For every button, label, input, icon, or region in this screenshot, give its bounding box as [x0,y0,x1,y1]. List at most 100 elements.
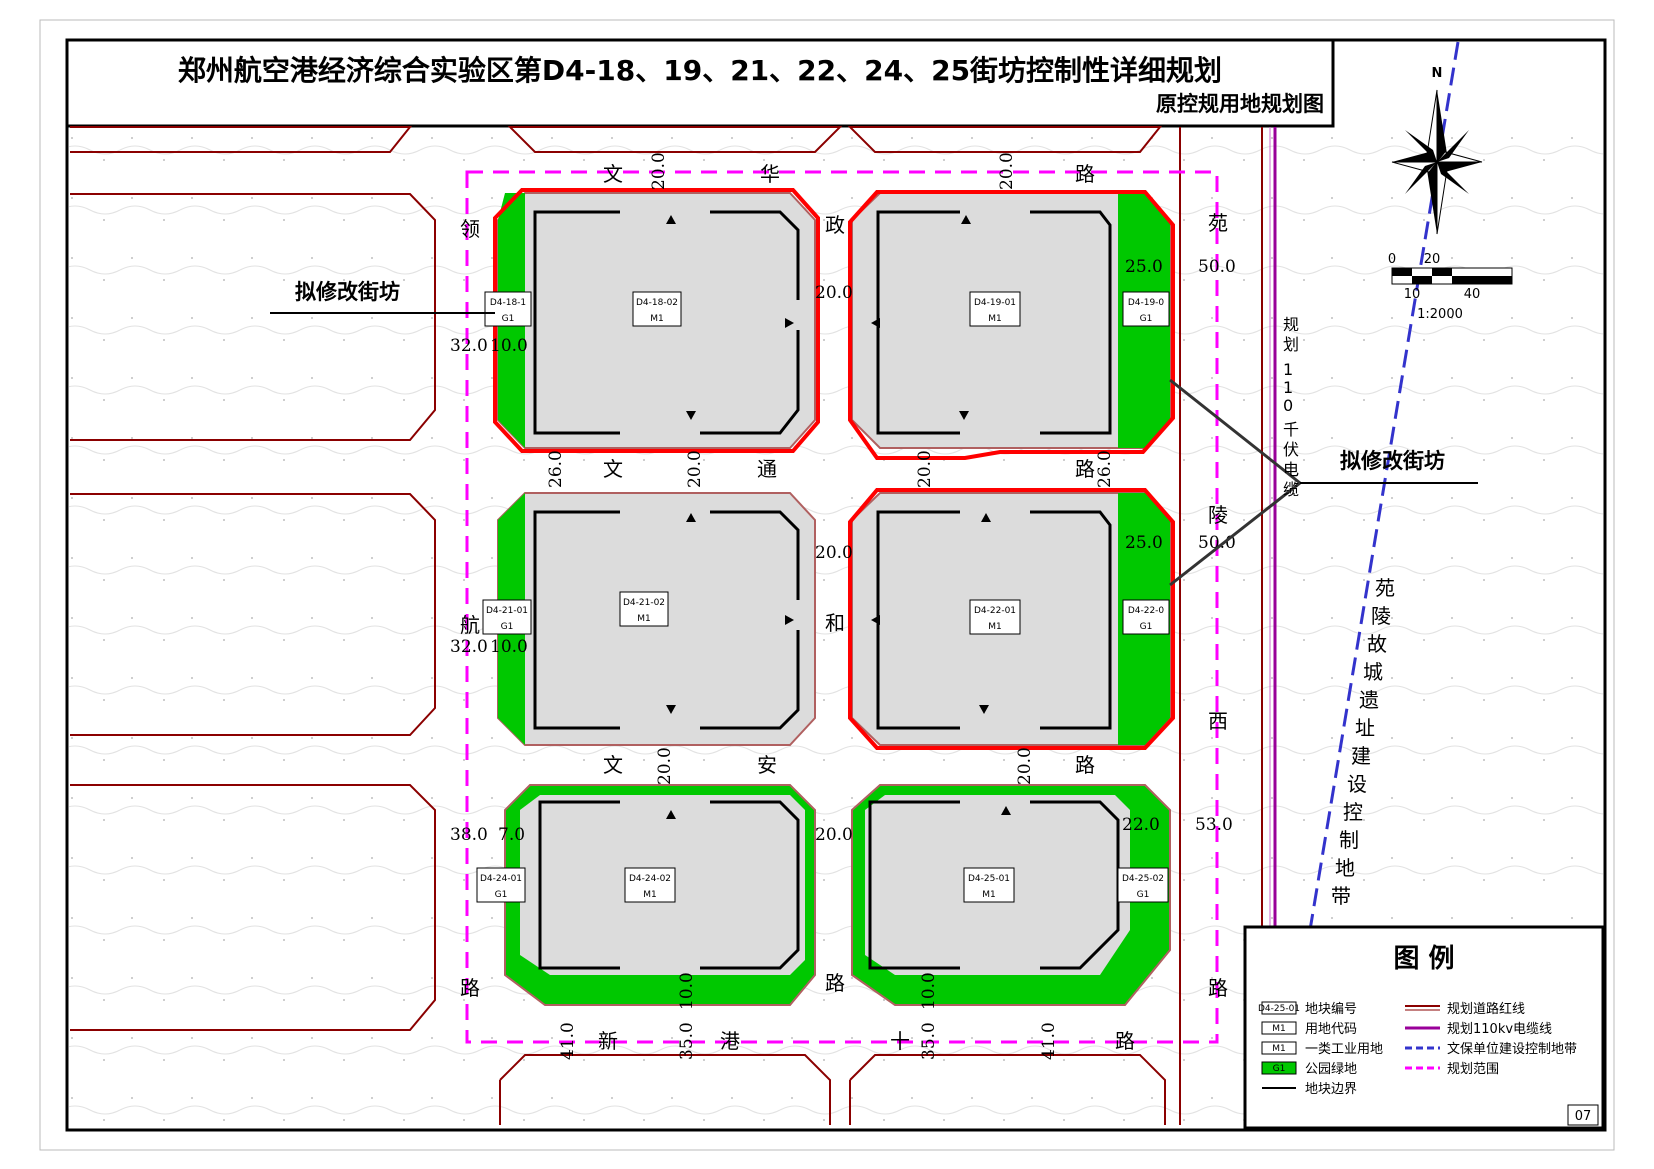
svg-text:1: 1 [1283,378,1293,397]
dimension: 20.0 [685,450,705,488]
road-name: 航 [460,613,480,637]
callout-right: 拟修改街坊 [1169,378,1478,587]
legend-item: 规划道路红线 [1405,1001,1525,1017]
legend-item: D4-25-01 地块编号 [1258,1001,1357,1017]
dimension: 20.0 [815,283,853,303]
svg-text:M1: M1 [988,622,1002,632]
legend-item: M1 一类工业用地 [1261,1041,1383,1057]
legend-item: 规划范围 [1405,1062,1499,1077]
road-name: 路 [825,971,845,995]
parcel-label: D4-18-1G1 [484,291,532,327]
title-block: 郑州航空港经济综合实验区第D4-18、19、21、22、24、25街坊控制性详细… [65,38,1335,128]
road-name: 安 [757,753,777,777]
svg-text:规划道路红线: 规划道路红线 [1447,1001,1525,1017]
dimension: 35.0 [677,1022,697,1060]
svg-text:M1: M1 [1272,1044,1286,1054]
road-name: 港 [720,1029,740,1053]
svg-text:用地代码: 用地代码 [1305,1022,1357,1037]
dimension: 10.0 [490,336,528,356]
map-title: 郑州航空港经济综合实验区第D4-18、19、21、22、24、25街坊控制性详细… [178,54,1222,87]
dimension: 41.0 [558,1022,578,1060]
dimension: 25.0 [1125,533,1163,553]
dimension: 38.0 [450,825,488,845]
svg-text:D4-19-01: D4-19-01 [974,298,1016,308]
road-name: 路 [1075,753,1095,777]
entrance-markers [666,215,1011,819]
dimension: 20.0 [815,543,853,563]
road-name: 新 [598,1029,618,1053]
dimension: 50.0 [1198,257,1236,277]
svg-text:规划范围: 规划范围 [1447,1062,1499,1077]
svg-text:D4-25-01: D4-25-01 [1258,1004,1300,1014]
dimension: 26.0 [1095,450,1115,488]
svg-text:20: 20 [1424,252,1441,267]
road-name: 政 [825,213,845,237]
dimension: 50.0 [1198,533,1236,553]
svg-text:G1: G1 [1140,314,1153,324]
road-name: 华 [760,162,780,186]
dimension: 7.0 [498,825,525,845]
svg-text:划: 划 [1283,335,1299,354]
svg-text:拟修改街坊: 拟修改街坊 [295,280,400,304]
svg-text:G1: G1 [1137,890,1150,900]
north-label: N [1432,66,1443,81]
svg-text:M1: M1 [988,314,1002,324]
svg-text:规划110kv电缆线: 规划110kv电缆线 [1447,1021,1552,1037]
road-name: 领 [460,217,480,241]
parcel-label: D4-19-0G1 [1122,291,1170,327]
road-name: 文 [603,753,623,777]
road-name: 文 [603,457,623,481]
svg-text:地块编号: 地块编号 [1305,1002,1357,1017]
scale-bar: 0 20 10 40 1:2000 [1388,252,1513,322]
callout-left: 拟修改街坊 [270,280,495,314]
dimension: 35.0 [919,1022,939,1060]
svg-text:D4-21-01: D4-21-01 [486,606,528,616]
planning-range-boundary [465,170,1219,1044]
svg-text:拟修改街坊: 拟修改街坊 [1340,449,1445,473]
dimension: 20.0 [815,825,853,845]
dimension: 22.0 [1122,815,1160,835]
svg-text:M1: M1 [982,890,996,900]
parcel-label: D4-22-0G1 [1122,599,1170,635]
dimension: 32.0 [450,336,488,356]
svg-text:10: 10 [1404,287,1421,302]
road-name: 和 [825,611,845,635]
dimension-labels: 20.0 20.0 20.0 20.0 20.0 20.0 20.0 20.0 … [450,152,1236,1060]
svg-text:0: 0 [1283,396,1293,415]
svg-text:D4-25-01: D4-25-01 [968,874,1010,884]
svg-text:1:2000: 1:2000 [1417,307,1463,322]
svg-text:地: 地 [1335,856,1355,880]
heritage-control-line [1308,41,1460,931]
dimension: 10.0 [919,972,939,1010]
svg-text:遗: 遗 [1359,688,1379,712]
road-name: 文 [603,162,623,186]
road-red-lines [70,126,1263,1125]
power-cable-label: 规 划 1 1 0 千 伏 电 缆 [1283,315,1299,499]
svg-text:控: 控 [1343,800,1363,824]
svg-text:陵: 陵 [1371,604,1391,628]
road-name: 苑 [1208,211,1228,235]
svg-text:带: 带 [1331,884,1351,908]
svg-text:D4-21-02: D4-21-02 [623,598,665,608]
road-name: 通 [757,457,777,481]
svg-text:G1: G1 [1273,1064,1286,1074]
svg-text:G1: G1 [495,890,508,900]
power-cable-line [1269,127,1277,930]
road-name: 西 [1208,709,1228,733]
svg-text:D4-18-02: D4-18-02 [636,298,678,308]
svg-text:D4-24-02: D4-24-02 [629,874,671,884]
svg-text:D4-24-01: D4-24-01 [480,874,522,884]
svg-text:一类工业用地: 一类工业用地 [1305,1042,1383,1057]
svg-text:建: 建 [1351,744,1371,768]
legend-item: 规划110kv电缆线 [1405,1021,1552,1037]
